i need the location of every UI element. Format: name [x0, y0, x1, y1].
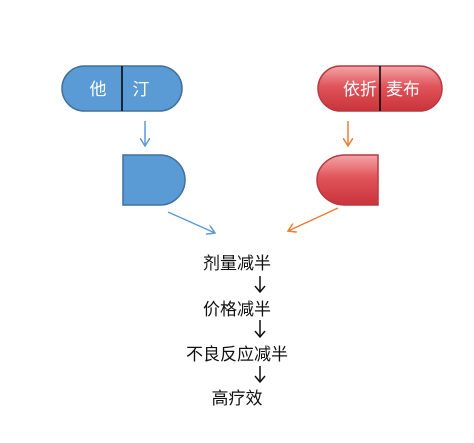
- left-pill-label-2: 汀: [133, 80, 150, 100]
- left-drug-pill: 他 汀: [61, 65, 183, 112]
- right-half-pill: [316, 154, 379, 206]
- step-arrow-2: [254, 320, 266, 339]
- step-high-efficacy: 高疗效: [211, 389, 263, 409]
- right-pill-label-2: 麦布: [386, 80, 420, 100]
- right-converge-arrow: [288, 207, 339, 231]
- step-arrow-3: [254, 366, 266, 384]
- right-drug-pill: 依折 麦布: [317, 65, 443, 112]
- step-side-effects-halved: 不良反应减半: [186, 345, 288, 365]
- right-pill-label-1: 依折: [343, 80, 377, 100]
- left-pill-label-1: 他: [90, 80, 107, 100]
- step-price-halved: 价格减半: [203, 300, 271, 320]
- left-half-pill: [122, 154, 186, 206]
- step-arrow-1: [254, 276, 266, 294]
- step-dose-halved: 剂量减半: [203, 254, 271, 274]
- left-converge-arrow: [167, 211, 215, 233]
